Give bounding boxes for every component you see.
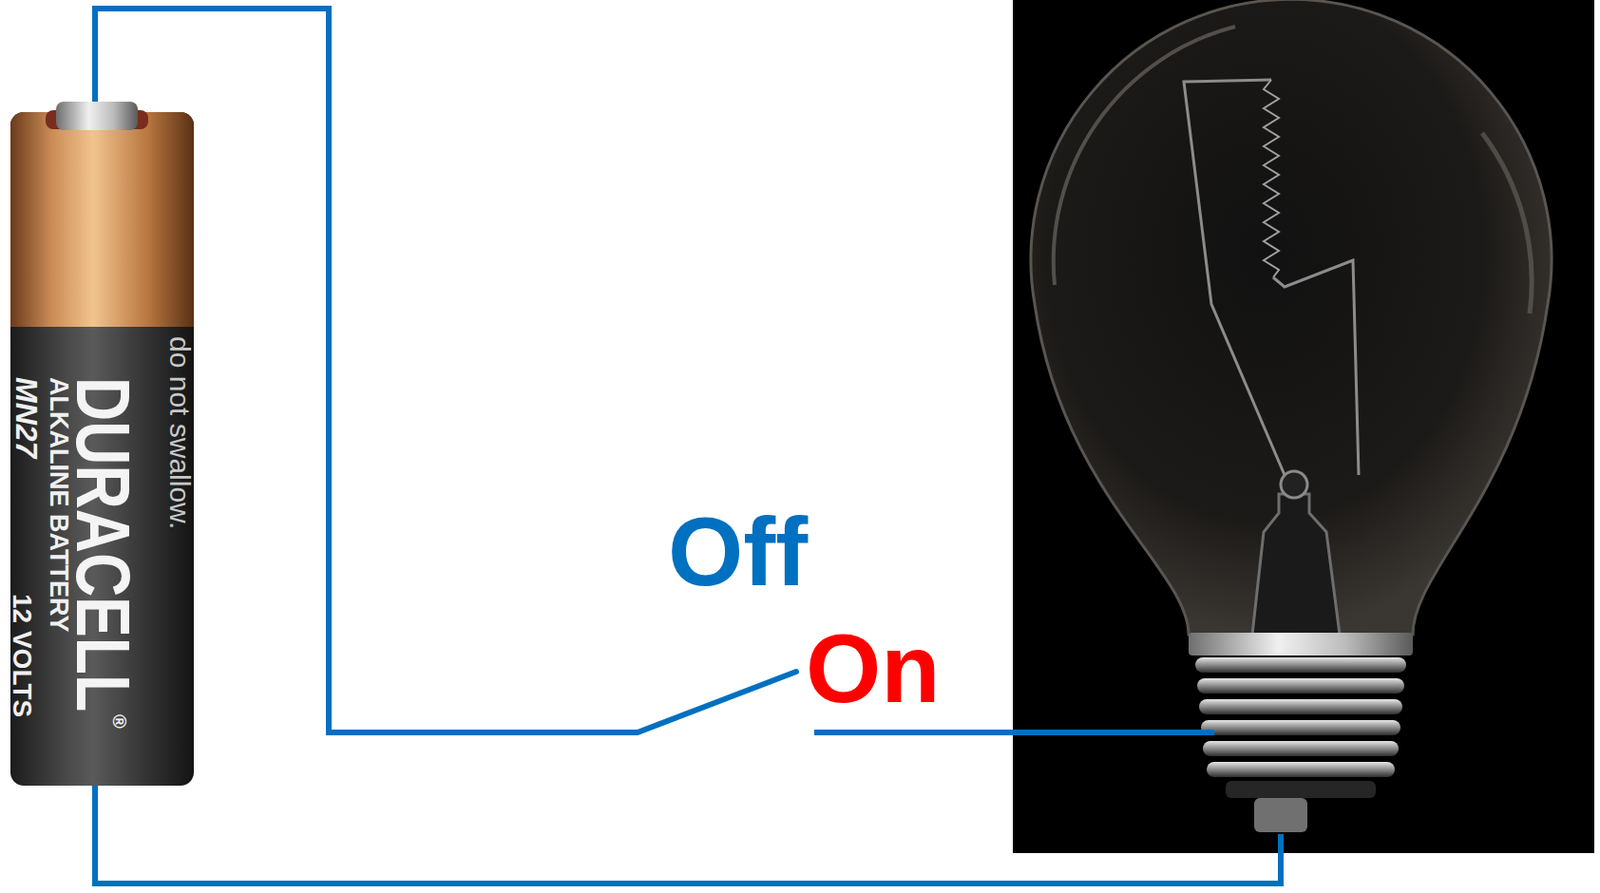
bulb-contact (1254, 798, 1308, 833)
battery-terminal (56, 101, 138, 131)
lead-wire (1183, 79, 1285, 476)
battery-type: ALKALINE BATTERY (45, 377, 72, 632)
switch-state: Off (667, 503, 808, 601)
bulb-collar (1188, 632, 1413, 656)
bulb-glass (1030, 0, 1552, 635)
battery-body (10, 112, 194, 786)
lead-wire (1273, 260, 1359, 476)
model-number: MN27 (11, 377, 42, 458)
bulb-illustration (1012, 0, 1595, 854)
glass-highlight (1482, 133, 1532, 314)
bulb-background (1012, 0, 1595, 854)
screw-thread (1197, 678, 1405, 694)
wire (814, 729, 1215, 736)
switch-blade (637, 671, 797, 733)
brand-name: DURACELL (64, 377, 141, 712)
battery-top (10, 112, 194, 327)
bulb-insulator (1225, 780, 1376, 799)
bulb-stem (1252, 494, 1340, 635)
screw-thread (1195, 657, 1407, 673)
filament (1263, 79, 1279, 278)
screw-thread (1202, 741, 1399, 757)
voltage-rating: 12 VOLTS (8, 593, 36, 718)
warning-text: do not swallow. (165, 336, 194, 530)
screw-thread (1200, 720, 1401, 736)
trademark-sign: ® (110, 714, 130, 729)
wire (95, 785, 1281, 884)
wires (95, 8, 1281, 884)
battery-illustration (10, 101, 194, 786)
screw-thread (1206, 761, 1395, 778)
wire (95, 8, 638, 733)
stem-button (1280, 471, 1308, 498)
battery-top (10, 285, 194, 327)
glass-highlight (1053, 26, 1236, 286)
switch-state: On (805, 620, 941, 718)
battery-label: DURACELL ® ALKALINE BATTERYMN27 12 VOLTS do … (8, 101, 196, 786)
screw-thread (1199, 699, 1403, 715)
